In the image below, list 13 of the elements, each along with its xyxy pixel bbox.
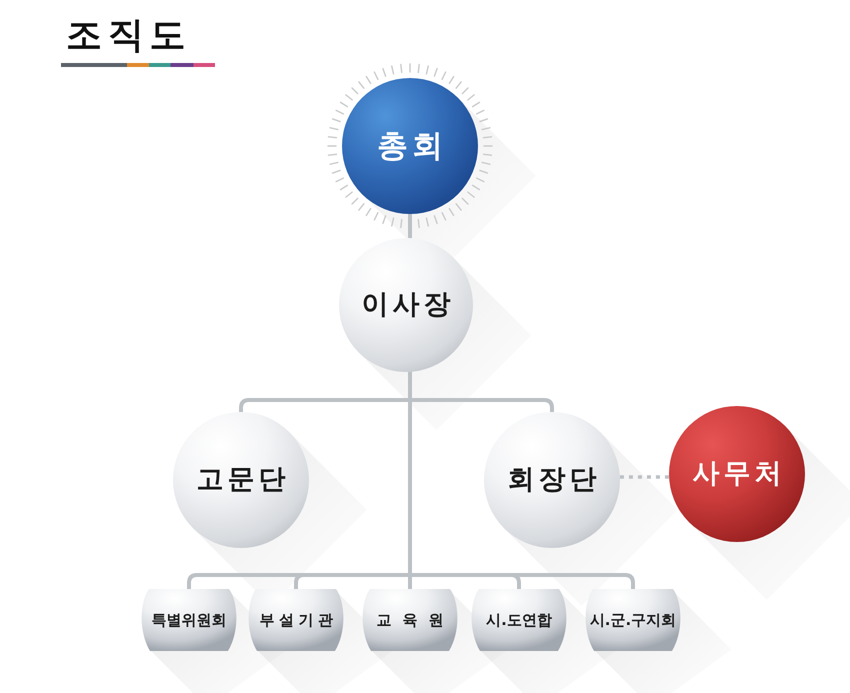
node-label: 총회 (376, 126, 448, 166)
node-label: 회장단 (506, 463, 600, 497)
node-label: 특별위원회 (152, 610, 226, 630)
connector-line (408, 214, 412, 238)
connector-line (620, 475, 670, 479)
diagram-title: 조직도 (66, 14, 192, 58)
node-label: 이사장 (360, 288, 454, 322)
node-label: 사무처 (692, 457, 786, 491)
node-label: 부설기관 (258, 610, 338, 630)
node-label: 시.군.구지회 (590, 610, 676, 630)
node-label: 고문단 (196, 463, 290, 497)
node-label: 교 육 원 (375, 610, 447, 630)
node-label: 시.도연합 (486, 610, 552, 630)
